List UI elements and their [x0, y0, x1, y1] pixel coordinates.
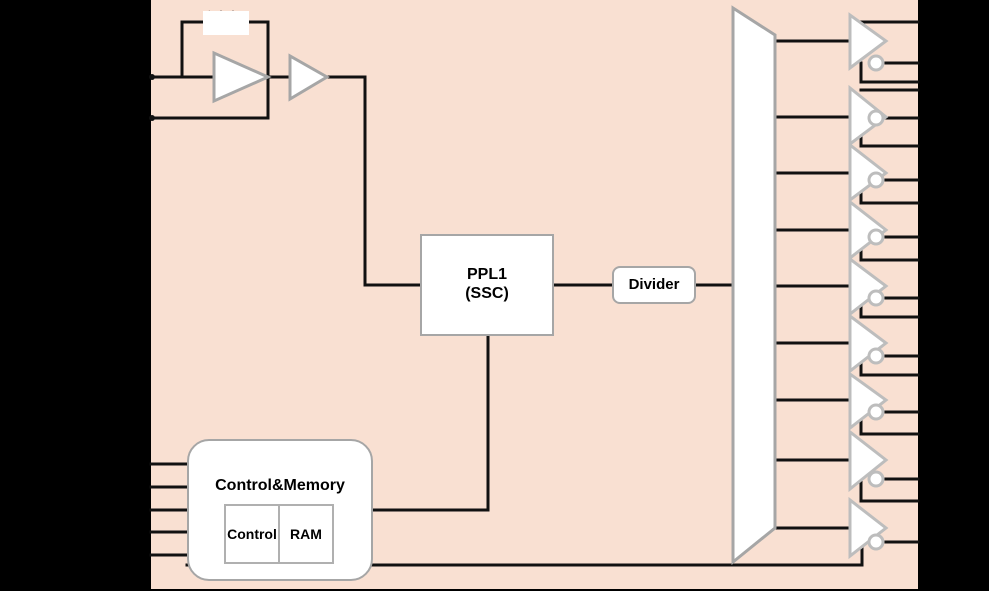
port-dot-osc-bottom [149, 115, 155, 121]
output-buffer-9[interactable] [848, 496, 889, 560]
buffer-amplifier-icon [288, 53, 330, 102]
output-buffer-7[interactable] [848, 371, 889, 432]
output-buffer-1[interactable] [848, 12, 889, 72]
output-buffer-2[interactable] [848, 84, 889, 147]
ram-cell[interactable]: RAM [279, 504, 334, 564]
pll-label-line1: PPL1 [466, 266, 507, 284]
mux-distribution-bus[interactable] [731, 5, 777, 566]
ram-cell-label: RAM [290, 525, 322, 542]
pll-label-line2: (SSC) [465, 285, 509, 302]
control-memory-cells: Control RAM [224, 504, 334, 564]
control-memory-block[interactable]: Control&Memory Control RAM [187, 439, 373, 581]
output-buffer-3[interactable] [848, 141, 889, 203]
crystal-oscillator-amplifier-icon [212, 50, 272, 104]
divider-block[interactable]: Divider [612, 266, 696, 304]
output-buffer-6[interactable] [848, 313, 889, 375]
output-buffer-group [848, 12, 889, 560]
pll-block[interactable]: PPL1 (SSC) [420, 234, 554, 336]
control-cell-label: Control [227, 525, 277, 542]
output-buffer-5[interactable] [848, 256, 889, 318]
output-buffer-8[interactable] [848, 428, 889, 493]
resistor-body [203, 11, 249, 35]
port-dot-osc-top [149, 74, 155, 80]
control-memory-title: Control&Memory [215, 477, 345, 494]
divider-label: Divider [628, 276, 680, 294]
output-buffer-4[interactable] [848, 198, 889, 262]
control-cell[interactable]: Control [224, 504, 279, 564]
